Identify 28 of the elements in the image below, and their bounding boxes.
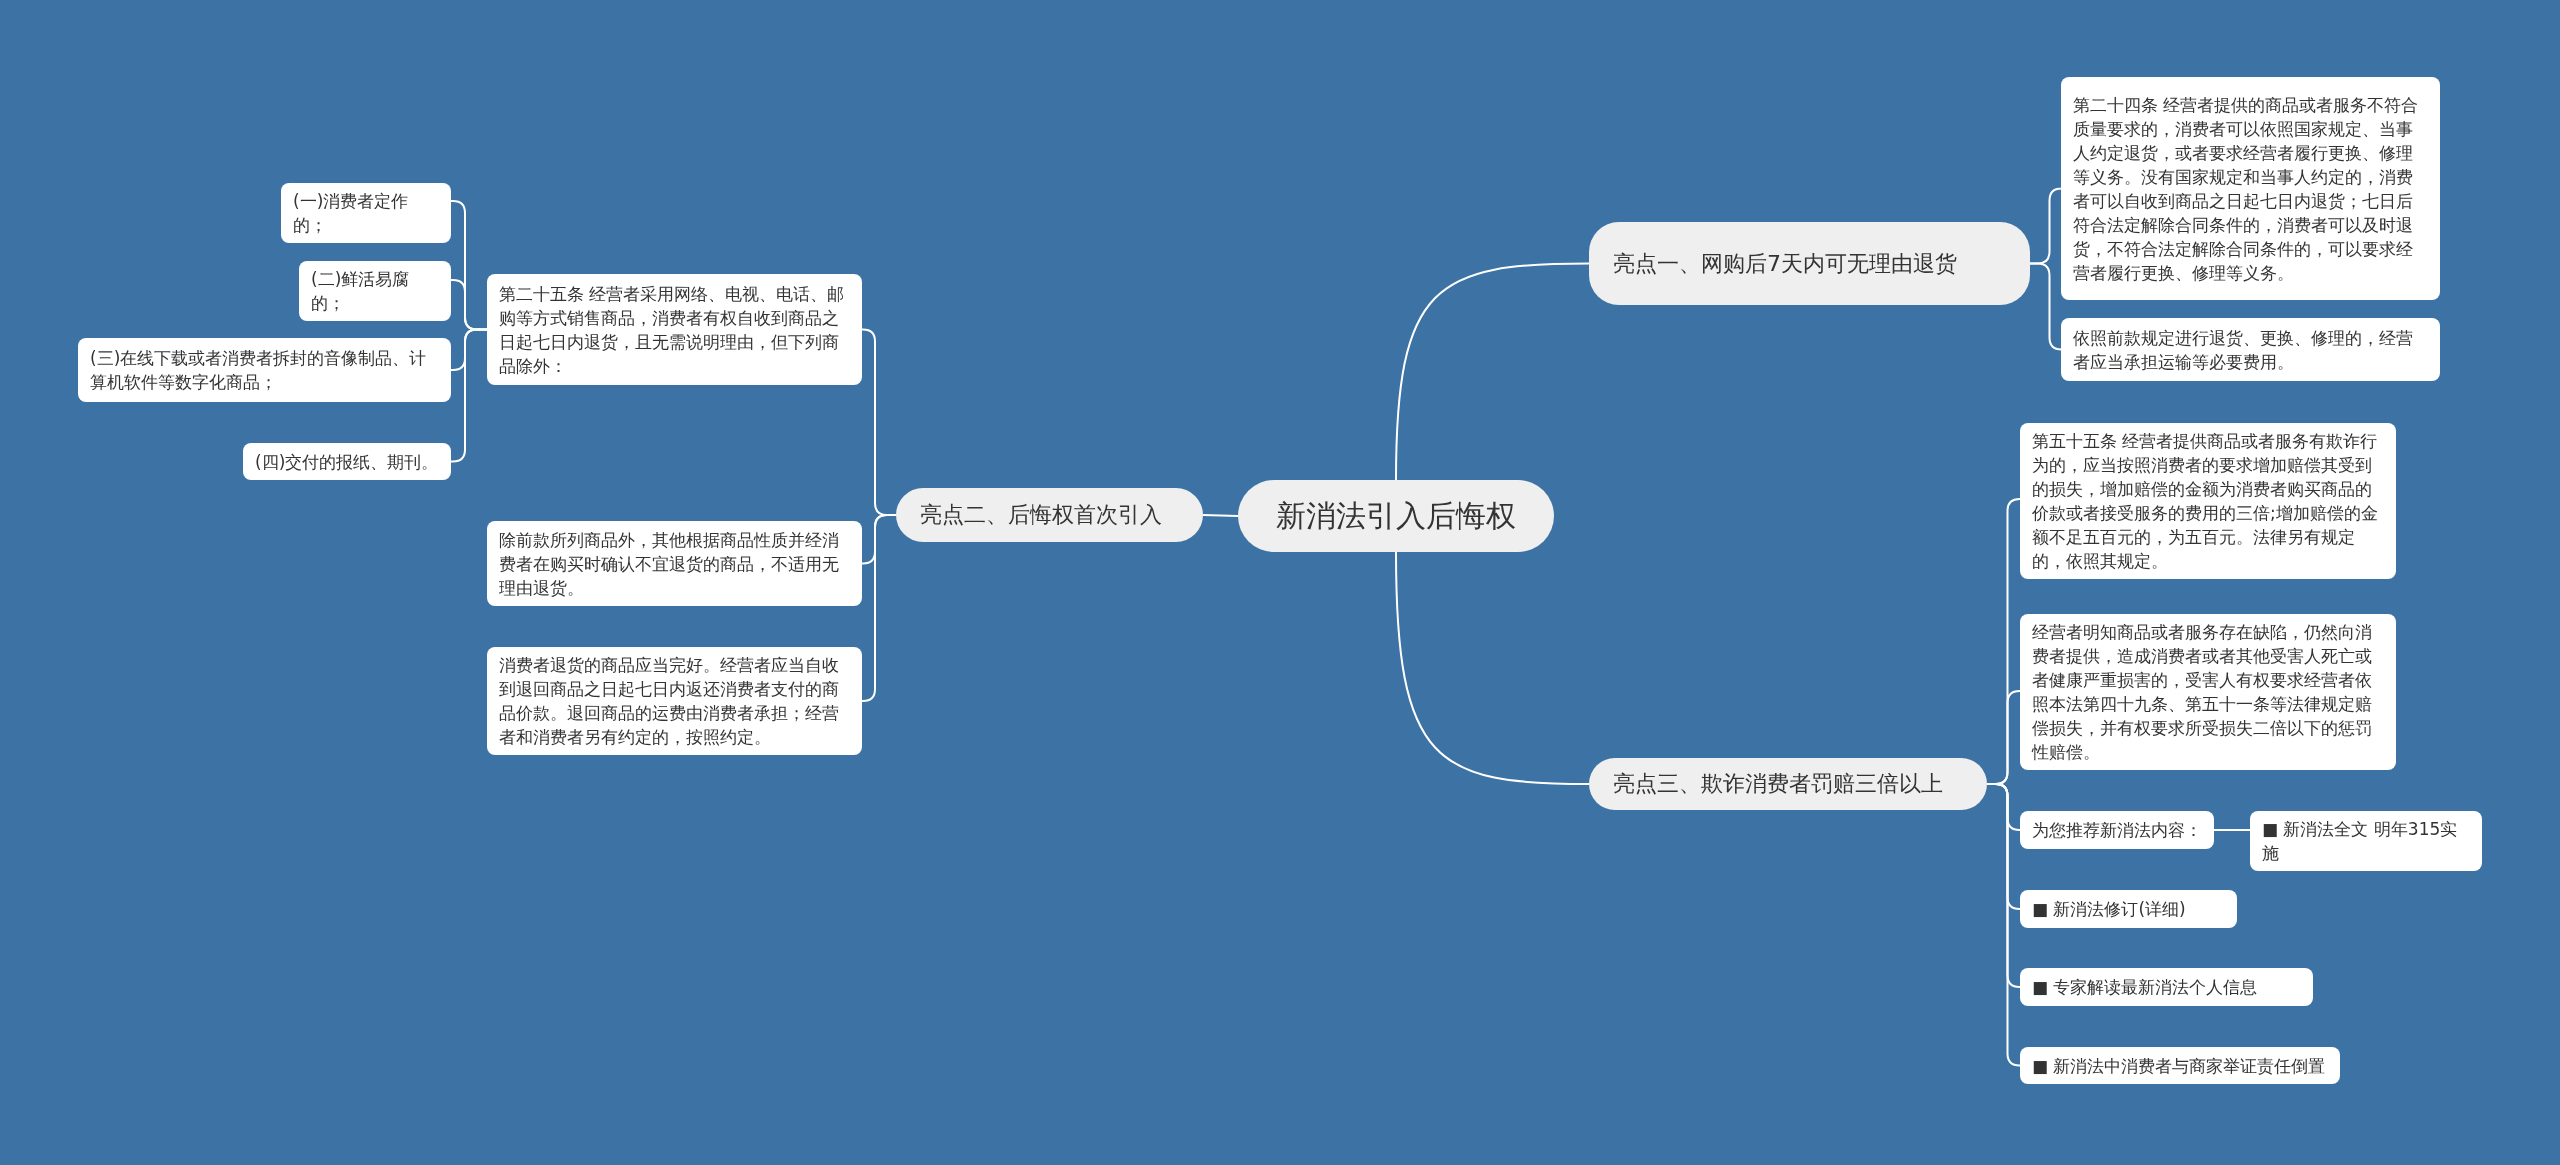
central-topic: 新消法引入后悔权: [1238, 480, 1554, 552]
text-card: 依照前款规定进行退货、更换、修理的，经营者应当承担运输等必要费用。: [2061, 318, 2440, 381]
text-card: ■ 新消法中消费者与商家举证责任倒置: [2020, 1047, 2340, 1084]
connector-line: [861, 514, 897, 702]
text-card: (四)交付的报纸、期刊。: [243, 443, 451, 480]
connector-line: [450, 328, 488, 463]
connector-line: [1986, 783, 2021, 1067]
text-card: (二)鲜活易腐的；: [299, 261, 451, 321]
text-card: ■ 新消法修订(详细): [2020, 890, 2237, 928]
topic-pill: 亮点三、欺诈消费者罚赔三倍以上: [1589, 758, 1987, 810]
connector-line: [1202, 514, 1239, 517]
text-card: 第二十四条 经营者提供的商品或者服务不符合质量要求的，消费者可以依照国家规定、当事人约定退货，或者要求经营者履行更换、修理等义务。没有国家规定和当事人约定的，消费者可以自收到商品之日起七日内退货；七日后符合法定解除合同条件的，消费者可以及时退货，不符合法定解除合同条件的，可以要求经营者履行更换、修理等义务。: [2061, 77, 2440, 300]
text-card: 第二十五条 经营者采用网络、电视、电话、邮购等方式销售商品，消费者有权自收到商品之日起七日内退货，且无需说明理由，但下列商品除外：: [487, 274, 862, 385]
connector-line: [2213, 829, 2251, 831]
connector-line: [1395, 551, 1590, 785]
text-card: 除前款所列商品外，其他根据商品性质并经消费者在购买时确认不宜退货的商品，不适用无理由退货。: [487, 521, 862, 606]
topic-pill: 亮点一、网购后7天内可无理由退货: [1589, 222, 2030, 305]
text-card: 为您推荐新消法内容：: [2020, 811, 2214, 849]
text-card: 经营者明知商品或者服务存在缺陷，仍然向消费者提供，造成消费者或者其他受害人死亡或者健康严重损害的，受害人有权要求经营者依照本法第四十九条、第五十一条等法律规定赔偿损失，并有权要求所受损失二倍以下的惩罚性赔偿。: [2020, 614, 2396, 770]
text-card: 消费者退货的商品应当完好。经营者应当自收到退回商品之日起七日内返还消费者支付的商品价款。退回商品的运费由消费者承担；经营者和消费者另有约定的，按照约定。: [487, 647, 862, 755]
topic-pill: 亮点二、后悔权首次引入: [896, 488, 1203, 542]
text-card: 第五十五条 经营者提供商品或者服务有欺诈行为的，应当按照消费者的要求增加赔偿其受到的损失，增加赔偿的金额为消费者购买商品的价款或者接受服务的费用的三倍;增加赔偿的金额不足五百元的，为五百元。法律另有规定的，依照其规定。: [2020, 423, 2396, 579]
text-card: ■ 新消法全文 明年315实施: [2250, 811, 2482, 871]
text-card: (一)消费者定作的；: [281, 183, 451, 243]
connector-line: [2029, 262, 2063, 351]
connector-line: [1395, 262, 1590, 481]
text-card: (三)在线下载或者消费者拆封的音像制品、计算机软件等数字化商品；: [78, 338, 451, 402]
text-card: ■ 专家解读最新消法个人信息: [2020, 968, 2313, 1006]
